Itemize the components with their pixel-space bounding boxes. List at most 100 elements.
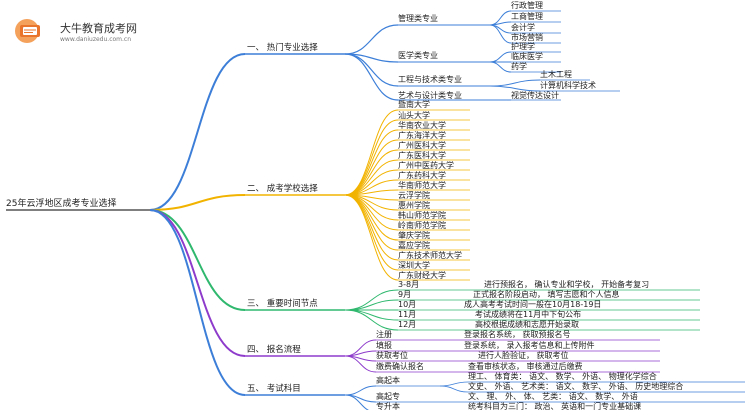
section-timeline: 三、 重要时间节点 (247, 299, 318, 309)
process-desc: 查看审核状态， 审核通过后缴费 (468, 362, 583, 371)
school-item: 肇庆学院 (398, 231, 430, 240)
timeline-desc: 正式报名阶段启动， 填写志愿和个人信息 (473, 290, 620, 299)
major-category: 工程与技术类专业 (398, 75, 462, 84)
section-to-school-line (344, 129, 399, 196)
level-to-subjects-line (439, 381, 469, 387)
exam-subjects: 理工、 体育类： 语文、 数学、 外语、 物理化学综合 (468, 372, 657, 381)
section-to-category-line (344, 53, 399, 87)
process-desc: 进行人脸验证， 获取考位 (478, 351, 569, 360)
school-item: 广东技术师范大学 (398, 251, 462, 260)
school-item: 华南农业大学 (398, 121, 446, 130)
school-item: 惠州学院 (398, 201, 430, 210)
school-item: 嘉应学院 (398, 241, 430, 250)
category-to-item-line (489, 21, 512, 26)
brand-logo (14, 18, 48, 44)
school-item: 岭南师范学院 (398, 221, 446, 230)
school-item: 广州中医药大学 (398, 161, 454, 170)
timeline-desc: 考试成绩将在11月中下旬公布 (475, 310, 582, 319)
section-to-school-line (344, 194, 399, 251)
major-item: 工商管理 (511, 12, 543, 21)
process-desc: 登录系统， 录入报考信息和上传附件 (464, 341, 595, 350)
timeline-label: 10月 (398, 300, 417, 309)
section-to-step-line (344, 355, 377, 373)
school-item: 韩山师范学院 (398, 211, 446, 220)
major-item: 土木工程 (540, 70, 572, 79)
process-desc: 登录报名系统， 获取预报名号 (464, 330, 571, 339)
major-item: 临床医学 (511, 52, 543, 61)
root-to-section-line (149, 209, 246, 396)
exam-subjects: 文、 理、 外、 体、 艺类： 语文、 数学、 外语 (468, 392, 638, 401)
root-to-section-line (149, 53, 246, 211)
section-to-category-line (344, 53, 399, 101)
section-to-timeline-line (344, 309, 399, 331)
timeline-desc: 高校根据成绩和志愿开始录取 (475, 320, 579, 329)
school-item: 广东海洋大学 (398, 131, 446, 140)
root-to-section-line (149, 194, 246, 211)
school-item: 华南师范大学 (398, 181, 446, 190)
process-step: 填报 (376, 341, 392, 350)
exam-level: 高起本 (376, 376, 400, 385)
major-item: 会计学 (511, 23, 535, 32)
timeline-label: 9月 (398, 290, 412, 299)
exam-subjects: 文史、 外语、 艺术类： 语文、 数学、 外语、 历史地理综合 (468, 382, 684, 391)
level-to-subjects-line (439, 385, 469, 393)
timeline-label: 11月 (398, 310, 417, 319)
section-to-level-line (344, 394, 370, 410)
category-to-item-line (489, 85, 541, 92)
school-item: 广东药科大学 (398, 171, 446, 180)
section-to-category-line (344, 24, 399, 55)
section-to-school-line (344, 194, 399, 281)
section-schools: 二、 成考学校选择 (247, 184, 318, 194)
major-item: 行政管理 (511, 1, 543, 10)
major-category: 管理类专业 (398, 14, 438, 23)
category-to-item-line (489, 24, 512, 34)
root-to-section-line (149, 209, 246, 311)
timeline-desc: 进行预报名， 确认专业和学校， 开始备考复习 (484, 280, 650, 289)
major-category: 艺术与设计类专业 (398, 91, 462, 100)
section-to-school-line (344, 194, 399, 261)
section-to-timeline-line (344, 299, 399, 311)
school-item: 广东医科大学 (398, 151, 446, 160)
major-item: 市场营销 (511, 33, 543, 42)
category-to-item-line (489, 24, 512, 44)
process-step: 获取考位 (376, 351, 408, 360)
section-to-school-line (344, 169, 399, 196)
timeline-label: 3-8月 (398, 280, 420, 289)
timeline-desc: 成人高考考试时间一般在10月18-19日 (464, 300, 602, 309)
root-to-section-line (149, 209, 246, 357)
section-to-school-line (344, 194, 399, 271)
school-item: 广州医科大学 (398, 141, 446, 150)
section-to-timeline-line (344, 309, 399, 321)
brand-name: 大牛教育成考网 (60, 22, 137, 35)
exam-subjects: 统考科目为三门： 政治、 英语和一门专业基础课 (468, 402, 642, 411)
brand-url: www.daniuzedu.com.cn (60, 36, 132, 43)
major-item: 计算机科学技术 (540, 81, 596, 90)
school-item: 汕头大学 (398, 111, 430, 120)
major-category: 医学类专业 (398, 51, 438, 60)
timeline-label: 12月 (398, 320, 417, 329)
process-step: 缴费确认报名 (376, 362, 424, 371)
major-item: 药学 (511, 62, 527, 71)
process-step: 注册 (376, 330, 392, 339)
section-to-school-line (344, 194, 399, 221)
category-to-item-line (489, 61, 512, 73)
exam-level: 高起专 (376, 392, 400, 401)
section-process: 四、 报名流程 (247, 345, 301, 355)
category-to-item-line (489, 51, 512, 63)
section-to-school-line (344, 109, 399, 196)
exam-level: 专升本 (376, 402, 400, 411)
school-item: 广东财经大学 (398, 271, 446, 280)
category-to-item-line (489, 10, 512, 26)
school-item: 深圳大学 (398, 261, 430, 270)
section-to-school-line (344, 139, 399, 196)
section-to-school-line (344, 119, 399, 196)
section-hot-majors: 一、 热门专业选择 (247, 43, 318, 53)
root-topic: 25年云浮地区成考专业选择 (6, 199, 117, 209)
section-exams: 五、 考试科目 (247, 384, 301, 394)
school-item: 云浮学院 (398, 191, 430, 200)
major-item: 护理学 (511, 42, 535, 51)
school-item: 暨南大学 (398, 100, 430, 109)
section-to-level-line (344, 385, 377, 396)
category-to-item-line (489, 79, 541, 87)
